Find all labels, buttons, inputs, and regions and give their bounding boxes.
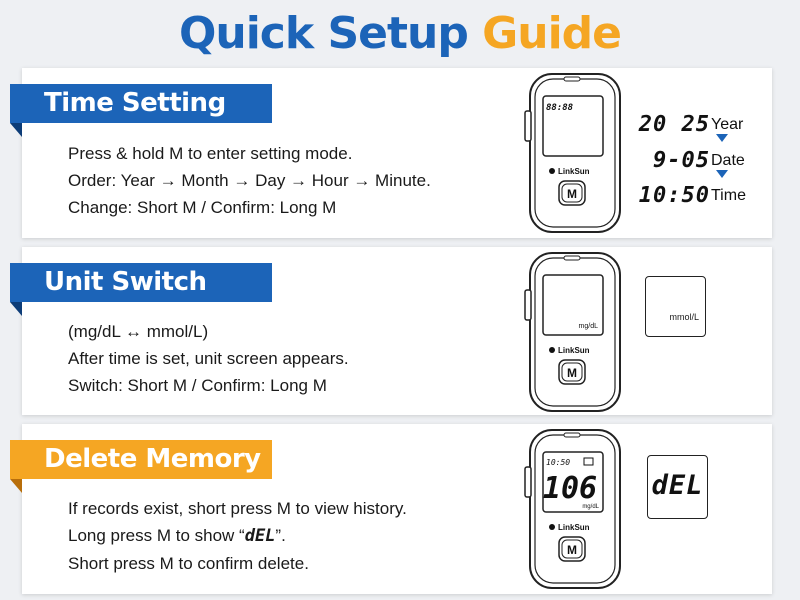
title-part-2: Guide (482, 8, 622, 59)
desc-line: After time is set, unit screen appears. (68, 349, 349, 368)
glucose-meter-illustration: mg/dL LinkSun M (524, 252, 621, 412)
desc-line: Short press M to confirm delete. (68, 554, 309, 573)
m-button-label: M (567, 366, 577, 380)
meter-unit-text: mg/dL (582, 504, 599, 510)
meter-unit-text: mg/dL (579, 323, 599, 330)
arrow-down-icon (716, 134, 728, 142)
title-part-1: Quick Setup (178, 8, 469, 59)
mmol-display-box: mmol/L (645, 276, 706, 337)
glucose-meter-illustration: 10:50 106 mg/dL LinkSun M (524, 429, 621, 589)
del-display-box: dEL (647, 455, 708, 519)
banner-fold (10, 123, 22, 137)
desc-text: Long press M to show “ (68, 526, 245, 545)
time-setting-card: Time Setting Press & hold M to enter set… (10, 68, 772, 238)
m-button-label: M (567, 543, 577, 557)
banner-fold (10, 302, 22, 316)
delete-memory-banner: Delete Memory (10, 440, 272, 493)
banner-fold (10, 479, 22, 493)
meter-time-text: 10:50 (546, 458, 570, 467)
desc-line: Switch: Short M / Confirm: Long M (68, 376, 327, 395)
desc-line: Long press M to show “dEL”. (68, 522, 407, 550)
time-setting-heading: Time Setting (44, 88, 226, 118)
desc-text: ”. (275, 526, 286, 545)
glucose-meter-illustration: 88:88 LinkSun M (524, 73, 621, 233)
mmol-unit-label: mmol/L (669, 312, 699, 322)
del-display-text: dEL (651, 470, 704, 501)
desc-line: If records exist, short press M to view … (68, 499, 407, 518)
meter-display-text: 88:88 (546, 103, 573, 113)
year-label: Year (711, 116, 744, 133)
del-code-inline: dEL (244, 526, 276, 546)
date-value: 9-05 (653, 148, 710, 173)
unit-switch-card: Unit Switch (mg/dL ↔ mmol/L) After time … (10, 247, 772, 415)
time-setting-banner: Time Setting (10, 84, 272, 137)
delete-memory-card: Delete Memory If records exist, short pr… (10, 424, 772, 594)
date-readout: 9-05 Date (634, 148, 754, 173)
time-value: 10:50 (638, 183, 710, 208)
meter-reading-text: 106 (543, 471, 597, 506)
delete-memory-heading: Delete Memory (44, 444, 261, 474)
delete-memory-description: If records exist, short press M to view … (68, 495, 407, 577)
desc-line: Order: Year → Month → Day → Hour → Minut… (68, 171, 431, 190)
date-label: Date (711, 152, 745, 169)
unit-switch-heading: Unit Switch (44, 267, 207, 297)
m-button-label: M (567, 187, 577, 201)
year-value: 20 25 (638, 112, 710, 137)
meter-brand: LinkSun (558, 346, 590, 355)
meter-brand: LinkSun (558, 523, 590, 532)
time-setting-description: Press & hold M to enter setting mode. Or… (68, 140, 431, 221)
arrow-down-icon (716, 170, 728, 178)
unit-switch-description: (mg/dL ↔ mmol/L) After time is set, unit… (68, 318, 349, 399)
desc-line: (mg/dL ↔ mmol/L) (68, 322, 209, 341)
year-readout: 20 25 Year (634, 112, 754, 137)
time-label: Time (711, 187, 746, 204)
meter-brand: LinkSun (558, 167, 590, 176)
desc-line: Press & hold M to enter setting mode. (68, 144, 353, 163)
unit-switch-banner: Unit Switch (10, 263, 272, 316)
time-readout: 10:50 Time (634, 183, 754, 208)
desc-line: Change: Short M / Confirm: Long M (68, 198, 337, 217)
page-title: Quick Setup Guide (0, 8, 800, 59)
